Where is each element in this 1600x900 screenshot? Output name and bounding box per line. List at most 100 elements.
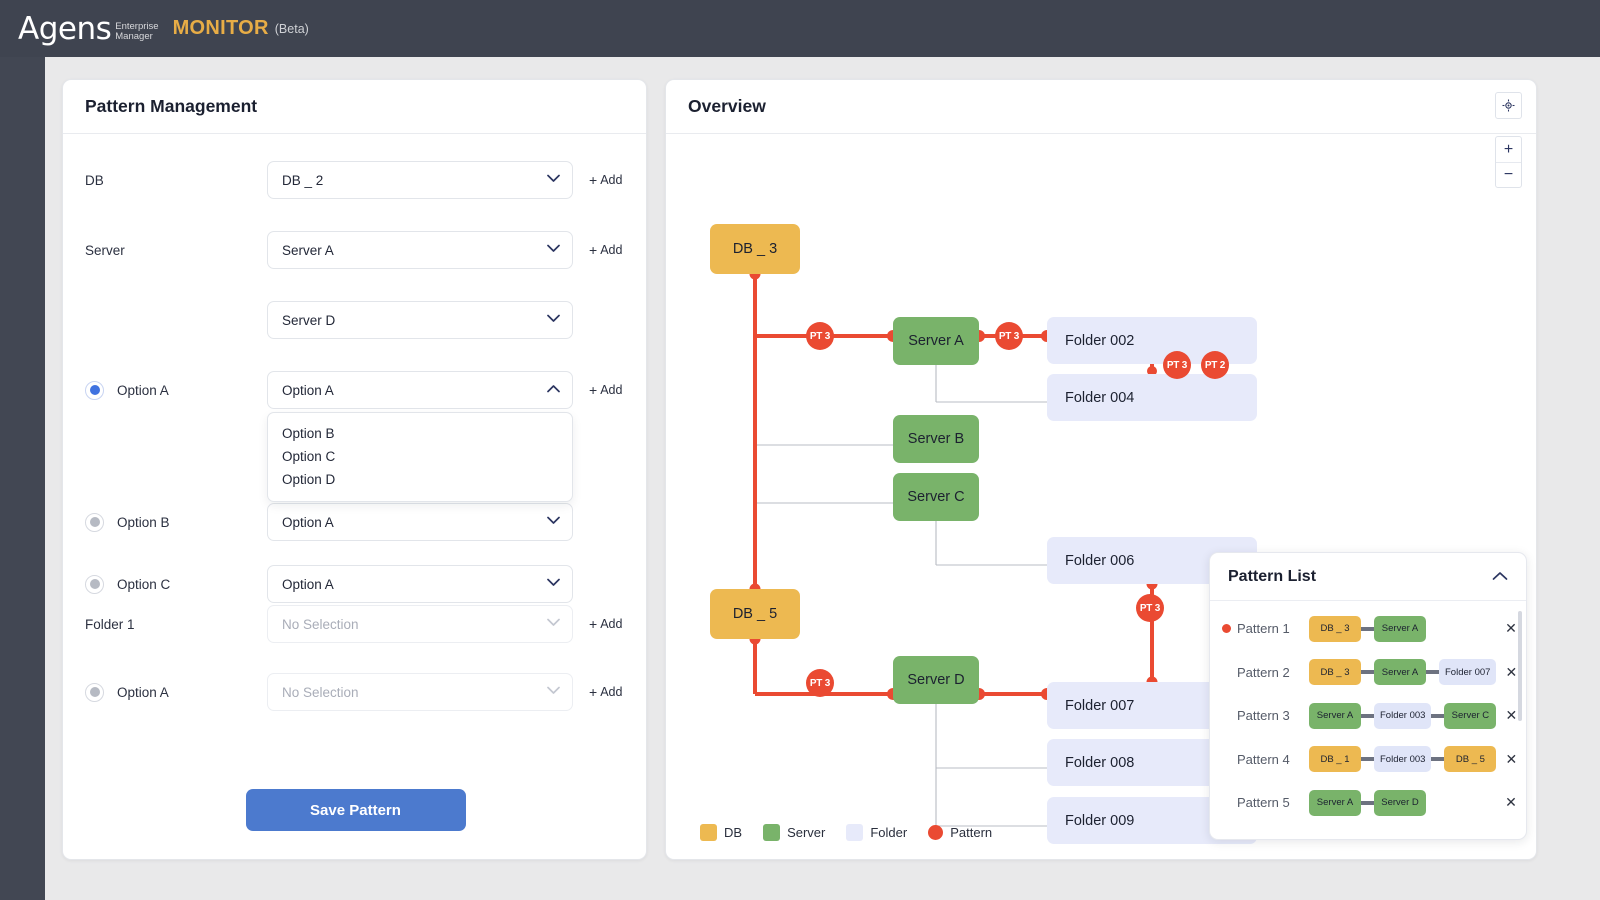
pattern-list-header[interactable]: Pattern List	[1210, 553, 1526, 601]
node-folder-002[interactable]: Folder 002	[1047, 317, 1257, 364]
pattern-badge[interactable]: PT 3	[995, 322, 1023, 350]
chevron-down-icon[interactable]	[547, 618, 560, 631]
node-label: Folder 004	[1065, 389, 1135, 406]
legend-swatch	[928, 825, 944, 840]
select-option-a-3[interactable]: Option A	[267, 371, 573, 409]
chevron-up-icon[interactable]	[1492, 568, 1508, 586]
form-label-text: Server	[85, 242, 125, 258]
pattern-badge[interactable]: PT 3	[1163, 351, 1191, 379]
node-server-a[interactable]: Server A	[893, 317, 979, 365]
remove-pattern-button[interactable]: ✕	[1505, 794, 1517, 811]
plus-icon: +	[589, 616, 598, 632]
chevron-down-icon[interactable]	[547, 314, 560, 327]
pattern-name: Pattern 5	[1237, 795, 1290, 811]
form-row: Folder 1 No Selection +Add	[85, 604, 624, 644]
add-button-label: Add	[600, 383, 623, 397]
legend-label: Pattern	[950, 825, 993, 840]
pattern-badge[interactable]: PT 3	[1136, 594, 1164, 622]
select-folder-1-6[interactable]: No Selection	[267, 605, 573, 643]
node-server-c[interactable]: Server C	[893, 473, 979, 521]
option-dropdown-menu[interactable]: Option B Option C Option D	[267, 412, 573, 502]
pattern-list-title: Pattern List	[1228, 567, 1317, 585]
node-label: Server D	[907, 672, 965, 688]
radio-option-c[interactable]	[85, 574, 104, 594]
dropdown-option[interactable]: Option B	[282, 426, 335, 441]
node-server-d[interactable]: Server D	[893, 656, 979, 704]
chevron-up-icon[interactable]	[547, 384, 560, 397]
pattern-badge[interactable]: PT 2	[1201, 351, 1229, 379]
pattern-management-header: Pattern Management	[63, 80, 646, 134]
dropdown-option[interactable]: Option C	[282, 449, 336, 464]
node-db---5[interactable]: DB _ 5	[710, 589, 800, 639]
chain-chip[interactable]: Server A	[1309, 789, 1361, 816]
chain-chip[interactable]: DB _ 3	[1309, 659, 1361, 686]
radio-option-a[interactable]	[85, 682, 104, 702]
form-row: Option A No Selection +Add	[85, 672, 624, 712]
select-option-a-7[interactable]: No Selection	[267, 673, 573, 711]
pattern-list-row[interactable]: Pattern 5 Server A Server D ✕	[1210, 781, 1526, 825]
select-option-b-4[interactable]: Option A	[267, 503, 573, 541]
node-server-b[interactable]: Server B	[893, 415, 979, 463]
radio-option-a[interactable]	[85, 380, 104, 400]
chevron-down-icon[interactable]	[547, 244, 560, 257]
select-option-c-5[interactable]: Option A	[267, 565, 573, 603]
chain-chip[interactable]: Folder 003	[1374, 702, 1432, 729]
select-value: Option A	[282, 576, 334, 592]
remove-pattern-button[interactable]: ✕	[1505, 750, 1518, 767]
zoom-in-button[interactable]: +	[1503, 140, 1514, 158]
chain-chip[interactable]: Folder 003	[1374, 746, 1432, 773]
chain-chip[interactable]: DB _ 3	[1309, 615, 1361, 642]
pattern-list-scrollbar[interactable]	[1518, 611, 1522, 721]
chain-chip[interactable]: Server A	[1374, 615, 1426, 642]
chain-chip[interactable]: Server A	[1374, 659, 1426, 686]
pattern-badge[interactable]: PT 3	[806, 322, 834, 350]
pattern-badge[interactable]: PT 3	[806, 669, 834, 697]
chevron-down-icon[interactable]	[547, 686, 560, 699]
chevron-down-icon[interactable]	[547, 174, 560, 187]
remove-pattern-button[interactable]: ✕	[1505, 707, 1518, 724]
dropdown-option[interactable]: Option D	[282, 472, 336, 487]
chain-chip[interactable]: Server C	[1444, 702, 1497, 729]
add-button[interactable]: +Add	[589, 617, 622, 631]
select-db-0[interactable]: DB _ 2	[267, 161, 573, 199]
pattern-chain: DB _ 1 Folder 003 DB _ 5	[1309, 746, 1497, 773]
remove-pattern-button[interactable]: ✕	[1505, 663, 1518, 680]
zoom-controls[interactable]: + −	[1495, 136, 1522, 188]
plus-icon: +	[589, 172, 598, 188]
save-pattern-button[interactable]: Save Pattern	[245, 789, 466, 831]
chevron-down-icon[interactable]	[547, 516, 560, 529]
form-label-text: Folder 1	[85, 616, 135, 632]
chain-chip[interactable]: Server D	[1374, 789, 1426, 816]
node-label: Server A	[908, 333, 964, 349]
add-button[interactable]: +Add	[589, 243, 622, 257]
add-button[interactable]: +Add	[589, 685, 622, 699]
form-row-label: DB	[85, 173, 267, 188]
chain-chip[interactable]: Folder 007	[1439, 659, 1497, 686]
remove-pattern-button[interactable]: ✕	[1505, 620, 1517, 637]
chain-chip[interactable]: DB _ 5	[1444, 746, 1497, 773]
chain-chip[interactable]: Server A	[1309, 702, 1361, 729]
form-label-text: Option A	[117, 684, 169, 700]
beta-tag: (Beta)	[274, 21, 309, 36]
select-field-2[interactable]: Server D	[267, 301, 573, 339]
chain-chip[interactable]: DB _ 1	[1309, 746, 1361, 773]
chain-link	[1361, 670, 1374, 675]
node-label: DB _ 3	[732, 241, 778, 257]
node-folder-004[interactable]: Folder 004	[1047, 374, 1257, 421]
target-icon[interactable]	[1495, 92, 1522, 119]
pattern-chain: Server A Folder 003 Server C	[1309, 702, 1497, 729]
node-db---3[interactable]: DB _ 3	[710, 224, 800, 274]
legend-label: DB	[724, 825, 743, 840]
add-button[interactable]: +Add	[589, 383, 622, 397]
radio-option-b[interactable]	[85, 512, 104, 532]
zoom-out-button[interactable]: −	[1496, 162, 1521, 187]
chevron-down-icon[interactable]	[547, 578, 560, 591]
select-server-1[interactable]: Server A	[267, 231, 573, 269]
recenter-button[interactable]	[1495, 92, 1522, 119]
add-button[interactable]: +Add	[589, 173, 622, 187]
